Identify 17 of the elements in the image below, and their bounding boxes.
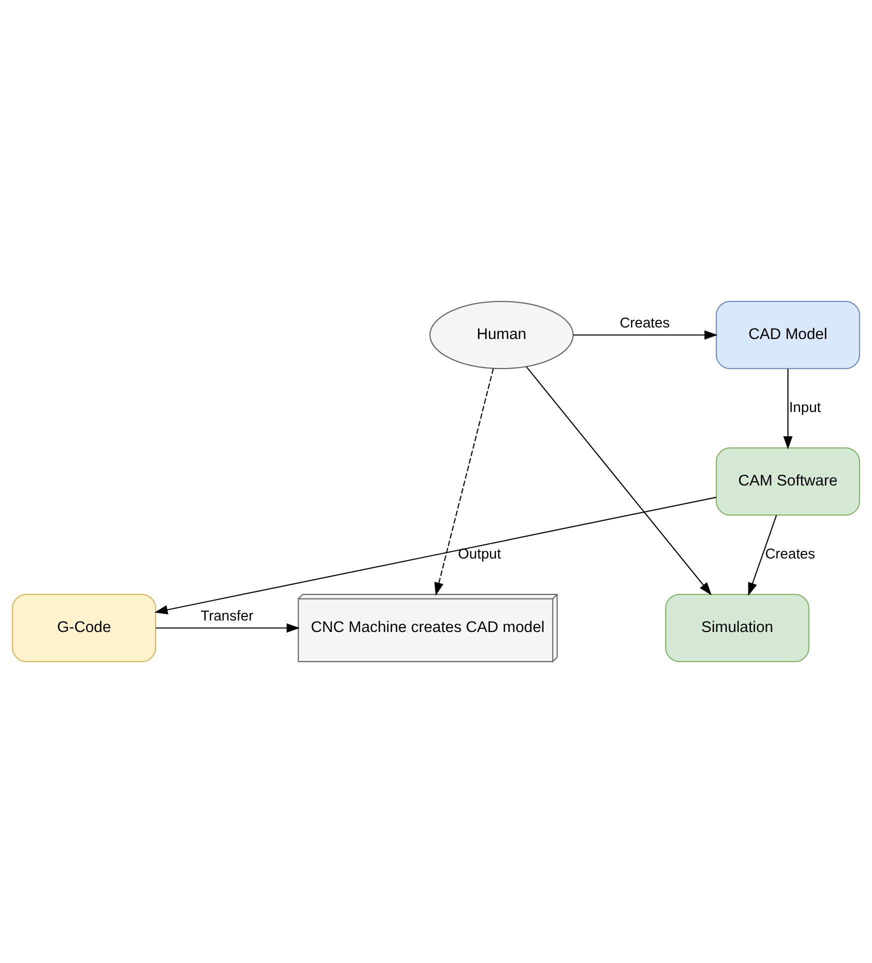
node-box: CAD Model (716, 300, 860, 370)
node-ellipse: Human (429, 300, 574, 370)
edge-label: Creates (765, 546, 816, 562)
edge-label: Creates (620, 316, 670, 332)
edge-label: Input (789, 400, 821, 416)
node-box: G-Code (12, 594, 156, 662)
arrow (573, 330, 718, 340)
arrow (154, 496, 716, 614)
node-box: CAM Software (716, 447, 860, 516)
arrow (156, 623, 300, 633)
edge-label: Output (458, 546, 501, 562)
arrow (526, 366, 712, 596)
arrow (783, 368, 793, 450)
node-box: Simulation (665, 594, 810, 662)
arrow (434, 368, 494, 596)
arrow (748, 515, 777, 596)
edge-label: Transfer (200, 608, 254, 625)
